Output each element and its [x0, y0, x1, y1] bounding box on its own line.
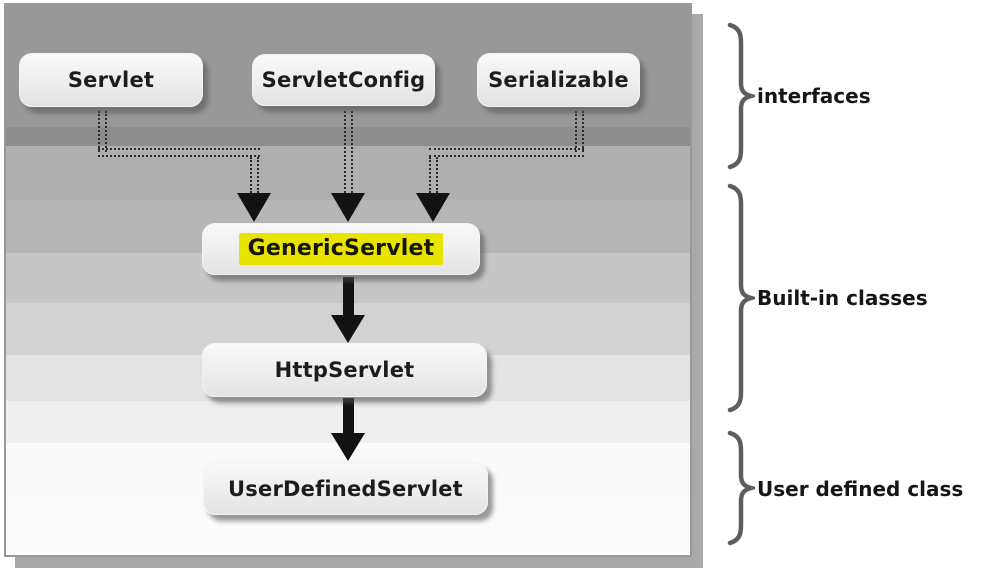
brace-interfaces — [727, 22, 755, 170]
group-label-built-in-classes: Built-in classes — [757, 286, 928, 310]
genericservlet-highlight: GenericServlet — [238, 233, 444, 265]
arrow-shaft — [343, 398, 354, 436]
connector-servlet-drop — [250, 157, 259, 193]
arrowhead-down-icon — [331, 193, 365, 222]
connector-servlet-vertical — [98, 111, 107, 152]
group-label-interfaces: interfaces — [757, 84, 871, 108]
node-userdefinedservlet: UserDefinedServlet — [203, 462, 488, 515]
group-label-user-defined-class: User defined class — [757, 477, 964, 501]
arrowhead-down-icon — [331, 315, 365, 343]
node-genericservlet: GenericServlet — [202, 223, 480, 275]
arrow-shaft — [343, 277, 354, 318]
connector-serializable-vertical — [575, 111, 584, 152]
brace-built-in-classes — [727, 183, 755, 413]
arrowhead-down-icon — [237, 193, 271, 222]
node-httpservlet: HttpServlet — [202, 343, 487, 397]
node-servletconfig: ServletConfig — [252, 54, 435, 106]
connector-serializable-drop — [429, 157, 438, 193]
connector-servletconfig-vertical — [344, 111, 353, 193]
brace-user-defined-class — [727, 430, 755, 546]
node-servlet: Servlet — [19, 53, 203, 107]
connector-serializable-horizontal — [429, 148, 584, 157]
node-serializable: Serializable — [477, 53, 640, 107]
arrowhead-down-icon — [416, 193, 450, 222]
arrowhead-down-icon — [331, 433, 365, 461]
connector-servlet-horizontal — [98, 148, 260, 157]
